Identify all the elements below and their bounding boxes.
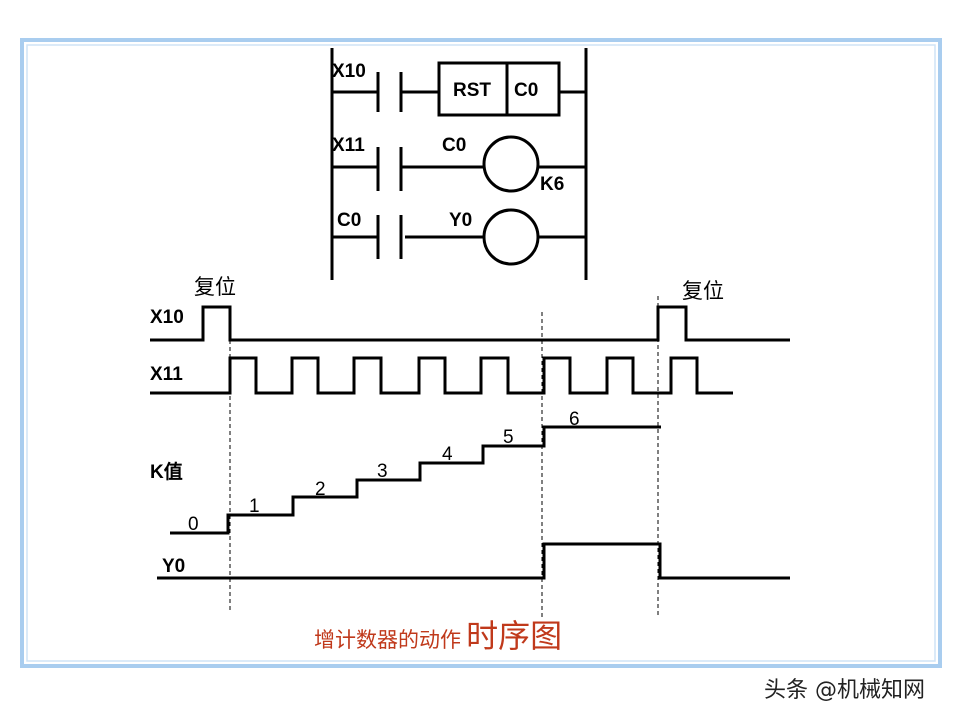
- coil-label-y0: Y0: [449, 210, 472, 231]
- rung-1: [332, 61, 586, 117]
- diagram-caption: 增计数器的动作 时序图: [314, 617, 562, 655]
- signal-label-x10: X10: [150, 307, 184, 328]
- counter-coil-c0: [482, 135, 540, 193]
- watermark: 头条 @机械知网: [764, 678, 925, 703]
- k-step-label-6: 6: [569, 409, 580, 430]
- k-step-label-4: 4: [442, 444, 453, 465]
- k-step-label-0: 0: [188, 514, 199, 535]
- coil-label-c0: C0: [442, 135, 466, 156]
- ladder-diagram: [330, 48, 588, 280]
- caption-small: 增计数器的动作: [314, 628, 461, 652]
- waveform-x10: [150, 305, 790, 342]
- waveform-y0: [157, 542, 790, 580]
- waveform-x11: [150, 356, 733, 395]
- reset-label-1: 复位: [194, 275, 236, 299]
- slide-frame-inner: [26, 44, 936, 662]
- contact-label-x10: X10: [332, 61, 366, 82]
- signal-label-k-value: K值: [150, 460, 183, 483]
- signal-label-x11: X11: [150, 364, 183, 385]
- caption-large: 时序图: [466, 617, 562, 655]
- rung-2: [332, 135, 586, 193]
- rst-instruction-box: [437, 61, 561, 117]
- rst-target-label: C0: [514, 80, 538, 101]
- contact-label-x11: X11: [332, 135, 365, 156]
- rst-label: RST: [453, 80, 491, 101]
- reset-label-2: 复位: [682, 279, 724, 303]
- rung-3: [332, 208, 586, 266]
- contact-label-c0: C0: [337, 210, 361, 231]
- waveform-k-value: [170, 425, 661, 535]
- k-step-label-2: 2: [315, 479, 326, 500]
- signal-label-y0: Y0: [162, 556, 185, 577]
- preset-label-k6: K6: [540, 174, 564, 195]
- k-step-label-3: 3: [377, 461, 388, 482]
- slide-frame-outer: [20, 38, 942, 668]
- output-coil-y0: [482, 208, 540, 266]
- k-step-label-1: 1: [249, 496, 260, 517]
- k-step-label-5: 5: [503, 427, 514, 448]
